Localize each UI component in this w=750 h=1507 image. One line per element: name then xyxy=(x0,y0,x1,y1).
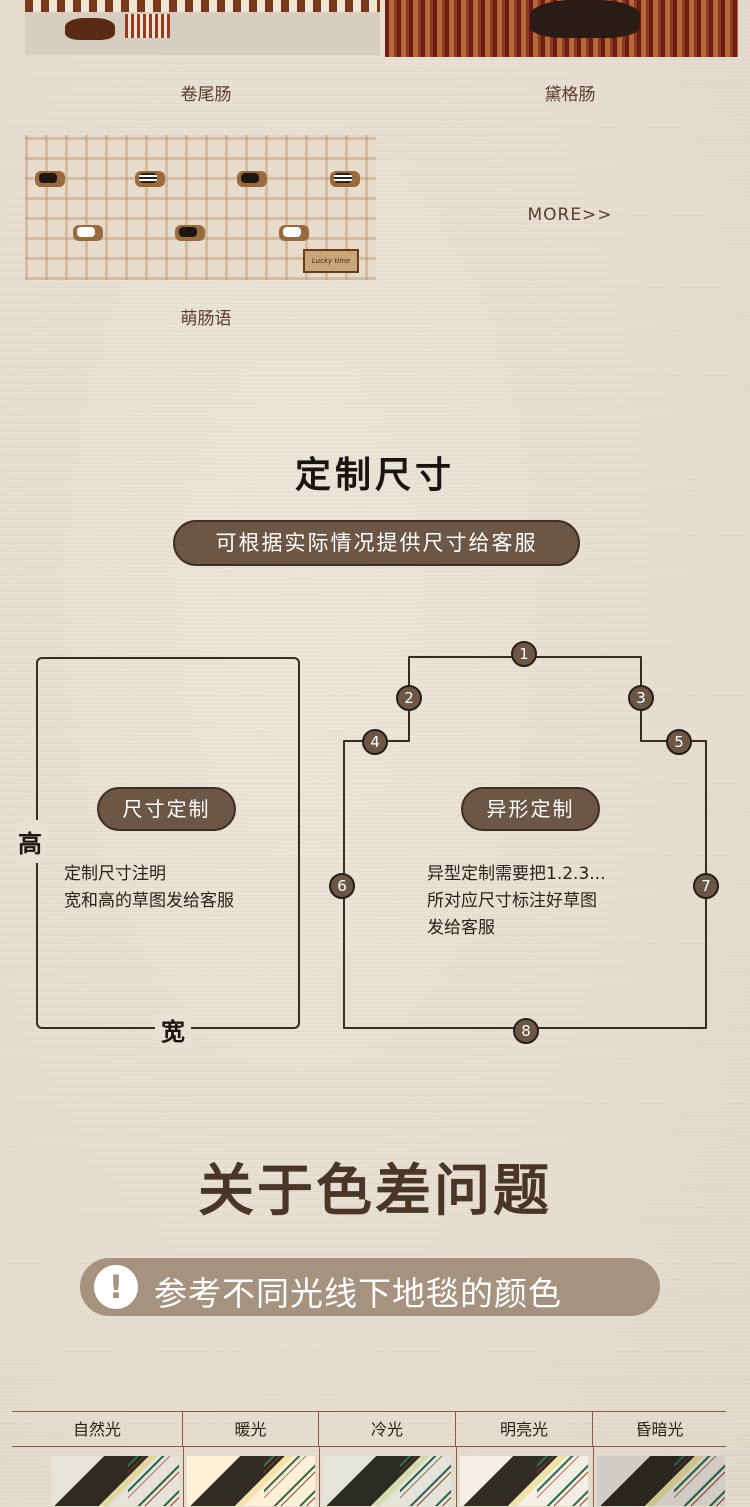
height-label: 高 xyxy=(16,820,44,863)
marker-4: 4 xyxy=(362,729,388,755)
color-diff-notice: ! 参考不同光线下地毯的颜色 xyxy=(80,1258,660,1316)
product-image-juanweichang[interactable] xyxy=(25,0,380,55)
swatch-bright-light xyxy=(460,1456,588,1506)
marker-1: 1 xyxy=(511,641,537,667)
column-header: 暖光 xyxy=(183,1412,319,1446)
standard-size-desc: 定制尺寸注明 宽和高的草图发给客服 xyxy=(64,864,234,911)
custom-size-subtitle: 可根据实际情况提供尺寸给客服 xyxy=(173,520,580,566)
column-header: 昏暗光 xyxy=(635,1420,684,1439)
column-header: 自然光 xyxy=(12,1412,183,1446)
column-header: 明亮光 xyxy=(456,1412,593,1446)
product-name[interactable]: 卷尾肠 xyxy=(180,85,232,105)
product-image-mengchangyu[interactable]: Lucky time xyxy=(25,135,376,280)
irregular-size-desc: 异型定制需要把1.2.3... 所对应尺寸标注好草图 发给客服 xyxy=(427,864,606,938)
irregular-size-badge: 异形定制 xyxy=(461,787,600,831)
section-title-custom-size: 定制尺寸 xyxy=(294,454,456,496)
width-label: 宽 xyxy=(155,1012,191,1047)
marker-7: 7 xyxy=(693,873,719,899)
swatch-dim-light xyxy=(597,1456,725,1506)
lighting-comparison-table: 自然光 暖光 冷光 明亮光 昏暗光 xyxy=(12,1411,726,1507)
swatch-warm-light xyxy=(187,1456,315,1506)
irregular-shape-diagram xyxy=(343,656,707,1029)
column-header: 冷光 xyxy=(319,1412,456,1446)
more-link[interactable]: MORE>> xyxy=(527,205,613,225)
brand-tag: Lucky time xyxy=(303,249,359,273)
product-name[interactable]: 黛格肠 xyxy=(544,85,596,105)
marker-8: 8 xyxy=(513,1018,539,1044)
marker-6: 6 xyxy=(329,873,355,899)
product-image-daigechang[interactable] xyxy=(385,0,738,57)
exclamation-icon: ! xyxy=(94,1265,138,1309)
marker-5: 5 xyxy=(666,729,692,755)
standard-size-badge: 尺寸定制 xyxy=(97,787,236,831)
swatch-cool-light xyxy=(323,1456,451,1506)
section-title-color-diff: 关于色差问题 xyxy=(198,1159,552,1224)
marker-3: 3 xyxy=(628,685,654,711)
marker-2: 2 xyxy=(396,685,422,711)
swatch-natural-light xyxy=(51,1456,179,1506)
product-name[interactable]: 萌肠语 xyxy=(180,309,232,329)
